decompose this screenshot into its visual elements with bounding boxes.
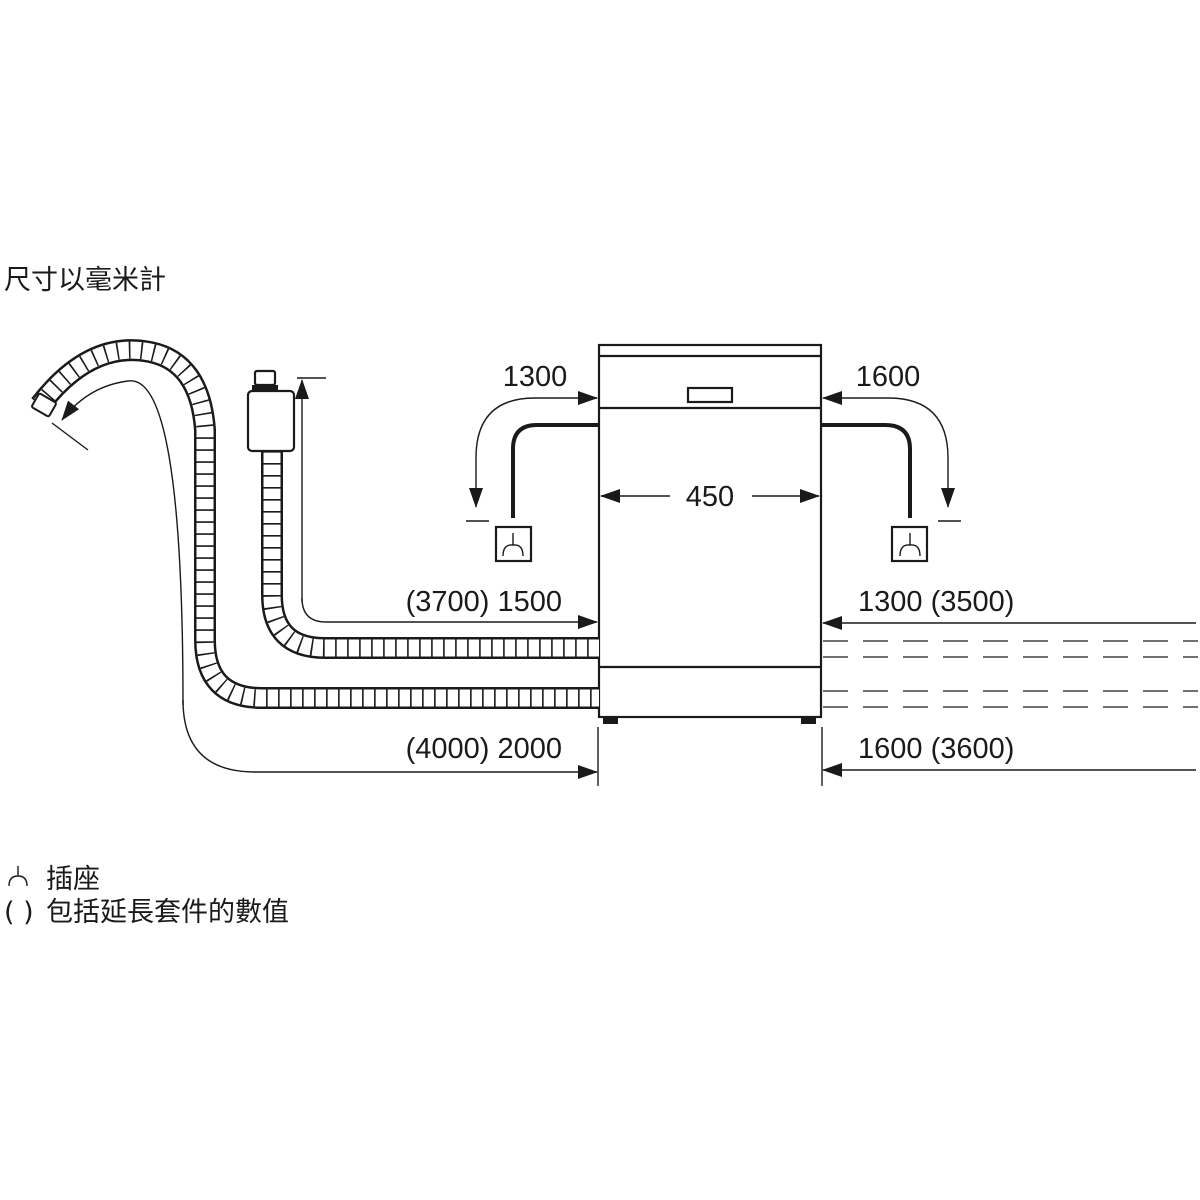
display-panel	[686, 386, 734, 404]
dishwasher	[597, 343, 823, 724]
units-title: 尺寸以毫米計	[4, 265, 166, 296]
legend: 插座 ( ) 包括延長套件的數值	[4, 864, 289, 928]
aquastop-valve	[246, 389, 296, 453]
inlet-hose-left-label: (3700) 1500	[406, 586, 562, 618]
socket-icon	[502, 533, 524, 557]
dishwasher-outline	[597, 343, 823, 719]
power-cord-left-label: 1300	[503, 361, 568, 393]
socket-right	[890, 525, 929, 563]
foot-left	[603, 717, 618, 724]
tap-connector	[253, 369, 277, 387]
socket-legend-icon	[8, 866, 28, 887]
drain-hose-left-label: (4000) 2000	[406, 733, 562, 765]
socket-left	[494, 525, 533, 563]
drain-hose-end	[31, 392, 57, 418]
brackets-legend-label: 包括延長套件的數值	[46, 897, 289, 928]
drain-hose-right-label: 1600 (3600)	[858, 733, 1014, 765]
power-cord-left: 1300	[466, 361, 599, 563]
hoses-right: 1300 (3500) 1600 (3600)	[822, 586, 1198, 777]
brackets-legend-symbol: ( )	[4, 897, 34, 928]
drain-hose-left: (4000) 2000	[31, 339, 599, 779]
inlet-hose-left: (3700) 1500	[246, 369, 599, 659]
width-label: 450	[686, 481, 734, 513]
width-dimension: 450	[600, 481, 820, 513]
inlet-hose-right-label: 1300 (3500)	[858, 586, 1014, 618]
socket-icon	[899, 533, 921, 557]
foot-right	[801, 717, 816, 724]
power-cord-right: 1600	[821, 361, 961, 563]
power-cord-right-label: 1600	[856, 361, 921, 393]
socket-legend-label: 插座	[46, 864, 100, 895]
